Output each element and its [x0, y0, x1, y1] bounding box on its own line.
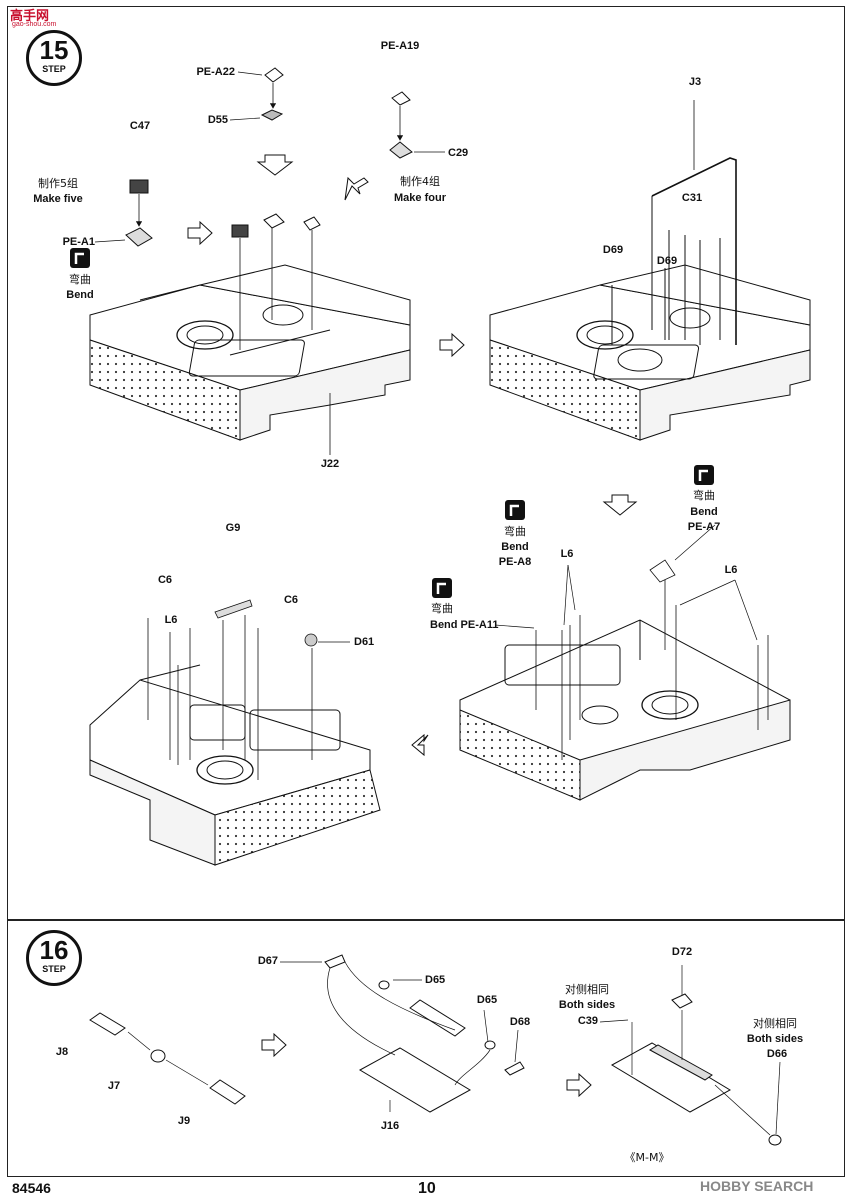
label-c47: C47 — [129, 120, 151, 132]
label-d65-a: D65 — [425, 974, 446, 986]
label-pe-a1: PE-A1 — [62, 236, 95, 248]
step15-badge: 15 STEP — [26, 30, 82, 86]
label-pe-a7: PE-A7 — [687, 521, 721, 533]
bend-icon-4 — [432, 578, 452, 598]
label-j22: J22 — [320, 458, 340, 470]
label-l6-a: L6 — [164, 614, 178, 626]
label-bend-cn-4: 弯曲 — [431, 602, 453, 615]
lower-parts — [147, 559, 769, 780]
bend-icon-3 — [505, 500, 525, 520]
label-both-cn-1: 对侧相同 — [565, 983, 609, 996]
label-d69-a: D69 — [602, 244, 624, 256]
label-j8: J8 — [55, 1046, 69, 1058]
hull-view-3 — [459, 619, 791, 801]
label-bend-en-2: Bend — [690, 506, 718, 518]
label-d61: D61 — [354, 636, 375, 648]
site-logo: 高手网 — [10, 9, 50, 24]
small-parts-top — [125, 67, 413, 247]
label-j16: J16 — [380, 1120, 400, 1132]
label-l6-b: L6 — [560, 548, 574, 560]
label-g9: G9 — [225, 522, 241, 534]
hobby-search-watermark: HOBBY SEARCH — [700, 1178, 814, 1194]
bend-icon-1 — [70, 248, 90, 268]
label-j7: J7 — [107, 1080, 121, 1092]
label-bend-en-3: Bend — [501, 541, 529, 553]
label-bend-cn-2: 弯曲 — [693, 489, 715, 502]
label-d65-b: D65 — [476, 994, 498, 1006]
label-both-cn-2: 对侧相同 — [753, 1017, 797, 1030]
label-c31: C31 — [681, 192, 703, 204]
flow-arrows — [187, 154, 638, 1098]
label-both-en-2: Both sides — [746, 1033, 804, 1045]
kit-code: 84546 — [12, 1180, 51, 1196]
step15-panel — [7, 6, 845, 920]
step15-number: 15 — [39, 35, 69, 65]
label-bend-cn-3: 弯曲 — [504, 525, 526, 538]
label-d55: D55 — [207, 114, 228, 126]
step16-parts — [89, 954, 782, 1146]
step16-panel — [7, 920, 845, 1177]
site-logo-sub: gao-shou.com — [12, 21, 57, 28]
hull-view-1 — [89, 264, 411, 441]
label-pe-a8: PE-A8 — [498, 556, 532, 568]
step16-number: 16 — [39, 935, 69, 965]
step16-badge: 16 STEP — [26, 930, 82, 986]
label-j3: J3 — [688, 76, 702, 88]
label-both-en-1: Both sides — [558, 999, 616, 1011]
label-d72: D72 — [671, 946, 693, 958]
j3-rail — [611, 100, 737, 345]
label-d68: D68 — [509, 1016, 531, 1028]
label-make4-cn: 制作4组 — [400, 175, 440, 188]
page-number: 10 — [418, 1180, 436, 1197]
label-bend-pe-a11: Bend PE-A11 — [430, 619, 499, 631]
label-d67: D67 — [257, 955, 278, 967]
label-d69-b: D69 — [656, 255, 678, 267]
label-c6-b: C6 — [283, 594, 299, 606]
step16-word: STEP — [42, 964, 66, 974]
label-c29: C29 — [448, 147, 469, 159]
label-d66: D66 — [766, 1048, 788, 1060]
step15-word: STEP — [42, 64, 66, 74]
label-pe-a19: PE-A19 — [380, 40, 420, 52]
label-j9: J9 — [177, 1115, 191, 1127]
label-pe-a22: PE-A22 — [196, 66, 235, 78]
hull-view-2 — [489, 264, 811, 441]
hull-view-4 — [89, 664, 381, 866]
label-l6-c: L6 — [724, 564, 738, 576]
label-c6-a: C6 — [157, 574, 173, 586]
label-make5-cn: 制作5组 — [38, 177, 78, 190]
label-bend-en-1: Bend — [66, 289, 94, 301]
label-mm-view: 《M-M》 — [624, 1151, 670, 1164]
label-make4-en: Make four — [394, 192, 446, 204]
label-c39: C39 — [577, 1015, 598, 1027]
bend-icon-2 — [694, 465, 714, 485]
label-bend-cn-1: 弯曲 — [69, 273, 91, 286]
label-make5-en: Make five — [33, 193, 83, 205]
